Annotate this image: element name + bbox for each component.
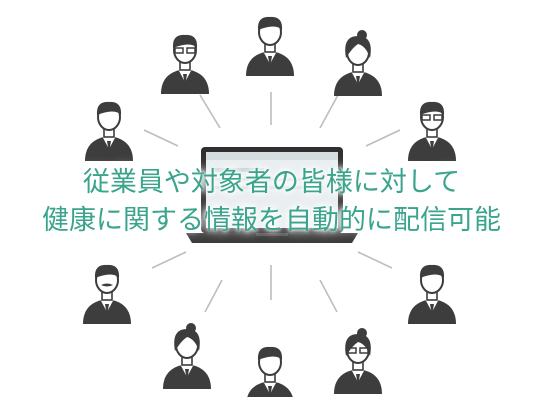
woman-icon [334, 30, 382, 96]
man-icon [408, 264, 456, 324]
man-glasses-icon [408, 101, 456, 161]
connectors [143, 92, 401, 313]
connector-line [204, 279, 223, 313]
connector-line [143, 129, 179, 147]
headline-line-1: 従業員や対象者の皆様に対して [82, 167, 461, 198]
laptop-icon [186, 147, 358, 243]
connector-line [357, 251, 393, 269]
woman-glasses-icon [334, 328, 382, 394]
people-group [83, 16, 456, 401]
man-glasses-icon [161, 34, 209, 94]
headline-line-2: 健康に関する情報を自動的に配信可能 [42, 205, 501, 236]
connector-line [319, 279, 338, 313]
connector-line [199, 94, 221, 129]
man-icon [246, 16, 294, 76]
man-icon [246, 346, 294, 401]
man-mustache-icon [83, 264, 131, 324]
woman-icon [163, 323, 211, 389]
connector-line [365, 129, 401, 147]
connector-line [319, 94, 339, 129]
man-icon [85, 101, 133, 161]
connector-line [151, 251, 187, 269]
